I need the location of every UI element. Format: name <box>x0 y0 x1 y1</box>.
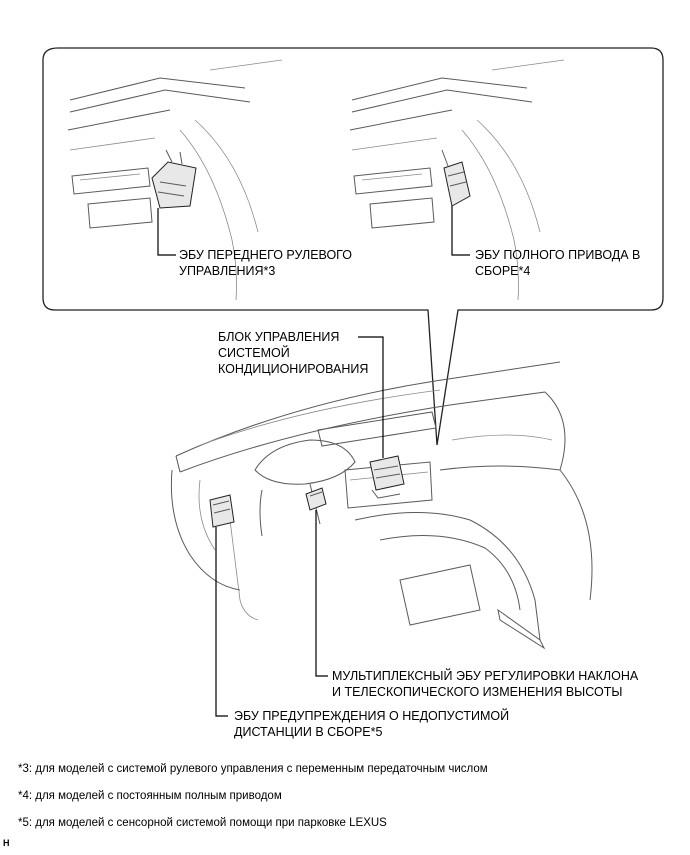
distance-warning-ecu-part <box>209 494 235 528</box>
inset-callout-frame <box>42 47 664 446</box>
figure-code: H <box>3 838 10 848</box>
ac-control-unit-leader <box>358 336 384 458</box>
front-steering-ecu-label: ЭБУ ПЕРЕДНЕГО РУЛЕВОГО УПРАВЛЕНИЯ*3 <box>179 248 352 278</box>
tilt-telescopic-ecu-part <box>305 487 327 511</box>
front-steering-ecu-leader <box>157 208 176 256</box>
inset-right-dashboard-view <box>349 59 565 301</box>
front-steering-ecu-part <box>151 149 197 209</box>
distance-warning-ecu-label: ЭБУ ПРЕДУПРЕЖДЕНИЯ О НЕДОПУСТИМОЙ ДИСТАН… <box>234 709 510 739</box>
awd-ecu-part <box>441 149 471 207</box>
main-dashboard-view <box>170 361 593 650</box>
inset-left-dashboard-view <box>67 59 283 301</box>
tilt-telescopic-ecu-leader <box>315 510 328 677</box>
awd-ecu-label: ЭБУ ПОЛНОГО ПРИВОДА В СБОРЕ*4 <box>475 248 641 278</box>
footnote-4: *4: для моделей с постоянным полным прив… <box>18 790 282 802</box>
awd-ecu-leader <box>451 206 470 256</box>
ac-control-unit-part <box>369 455 405 499</box>
tilt-telescopic-ecu-label: МУЛЬТИПЛЕКСНЫЙ ЭБУ РЕГУЛИРОВКИ НАКЛОНА И… <box>332 669 639 699</box>
footnote-5: *5: для моделей с сенсорной системой пом… <box>18 817 387 829</box>
ac-control-unit-label: БЛОК УПРАВЛЕНИЯ СИСТЕМОЙ КОНДИЦИОНИРОВАН… <box>218 330 369 376</box>
distance-warning-ecu-leader <box>215 527 228 717</box>
footnote-3: *3: для моделей с системой рулевого упра… <box>18 763 488 775</box>
